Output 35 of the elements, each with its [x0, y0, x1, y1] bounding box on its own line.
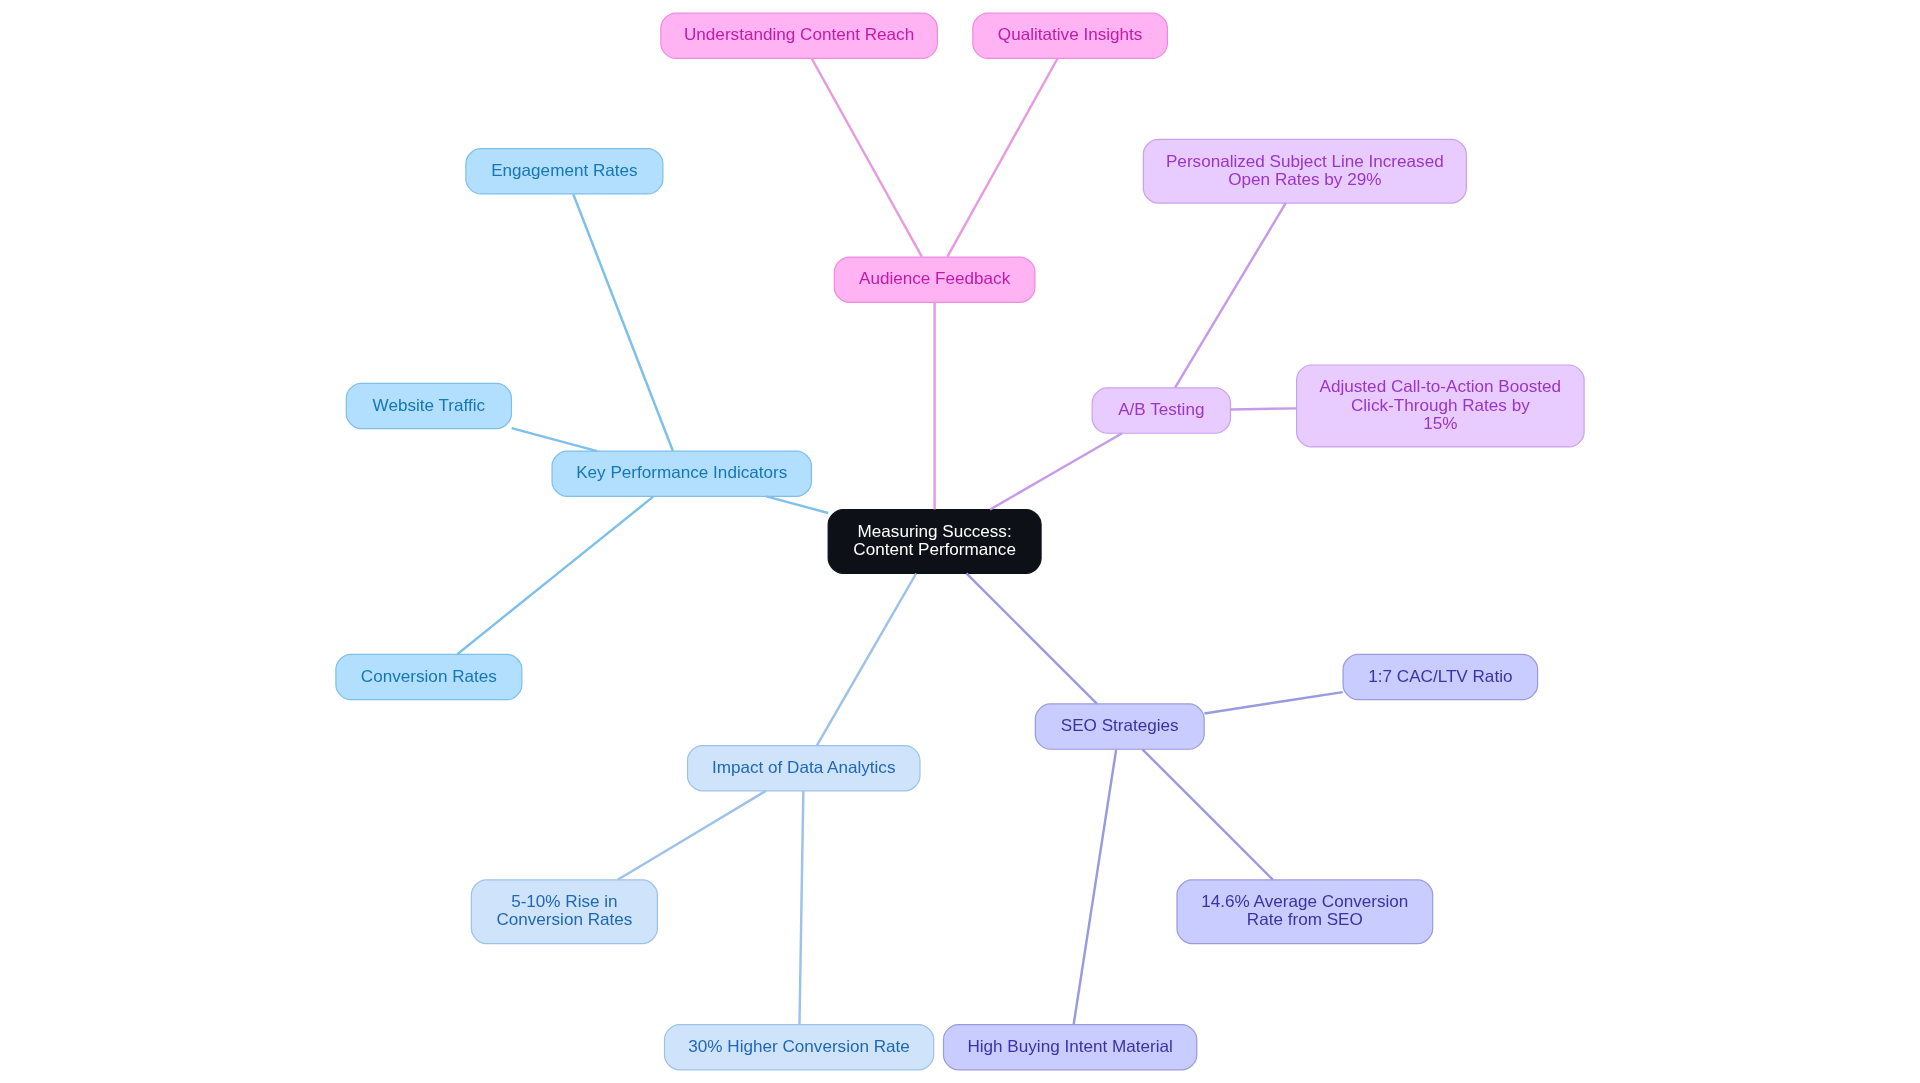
node-box: Engagement Rates	[465, 148, 664, 195]
node-box: A/B Testing	[1091, 387, 1232, 434]
connector	[965, 572, 1098, 705]
node-box: Key Performance Indicators	[551, 450, 813, 497]
connector	[1072, 749, 1118, 1025]
node-box: 14.6% Average Conversion Rate from SEO	[1176, 879, 1434, 945]
node-box: Adjusted Call-to-Action Boosted Click-Through Rates by 15%	[1296, 364, 1585, 448]
connector	[933, 302, 936, 510]
connector	[456, 495, 654, 656]
node-box: Website Traffic	[345, 382, 513, 430]
node-box: Measuring Success: Content Performance	[827, 509, 1042, 574]
connector	[617, 789, 767, 881]
connector	[989, 432, 1123, 511]
node-box: 30% Higher Conversion Rate	[663, 1024, 935, 1071]
connector	[765, 495, 829, 515]
connector	[511, 426, 598, 453]
connector	[1174, 202, 1287, 389]
connector	[810, 57, 923, 258]
node-box: Audience Feedback	[833, 256, 1036, 303]
node-box: SEO Strategies	[1034, 703, 1205, 750]
connector	[1230, 407, 1297, 411]
connector	[1141, 748, 1274, 881]
node-box: 1:7 CAC/LTV Ratio	[1342, 653, 1539, 701]
connector	[1204, 690, 1343, 715]
node-box: Conversion Rates	[335, 653, 523, 701]
connector	[946, 57, 1059, 258]
node-box: Personalized Subject Line Increased Open Rates by 29%	[1142, 138, 1467, 204]
node-box: 5-10% Rise in Conversion Rates	[470, 879, 658, 945]
connector	[798, 791, 805, 1025]
connector	[572, 193, 675, 452]
node-box: Understanding Content Reach	[660, 12, 938, 59]
node-box: High Buying Intent Material	[942, 1024, 1198, 1071]
connector	[815, 572, 918, 746]
node-box: Qualitative Insights	[972, 12, 1168, 59]
node-box: Impact of Data Analytics	[686, 744, 921, 792]
